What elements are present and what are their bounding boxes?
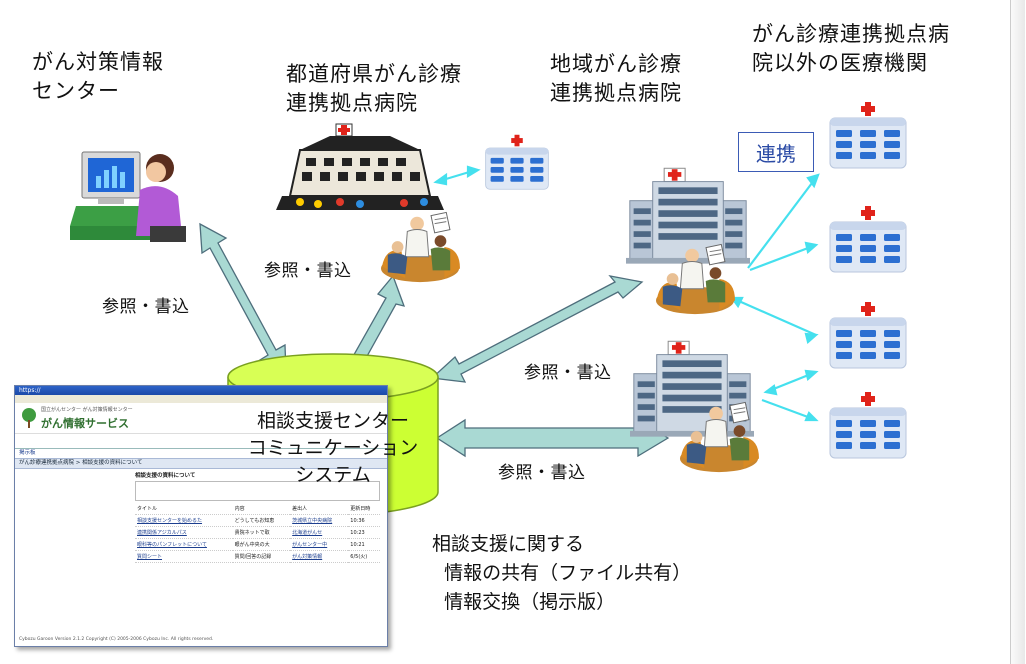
pref-hospital-building xyxy=(276,123,444,210)
tree-logo-icon xyxy=(22,408,36,428)
ref-write-label-center: 参照・書込 xyxy=(102,297,190,317)
hospital-icon-2 xyxy=(829,205,907,273)
meeting-icon xyxy=(380,211,461,283)
regional-hospital-building-1 xyxy=(626,167,750,265)
message-table: タイトル 内容 差出人 更新日時 相談支援センターを始めるた どうしてもお知恵 … xyxy=(135,503,380,563)
hospital-icon-3 xyxy=(829,301,907,369)
breadcrumb: がん診療連携拠点病院 > 相談支援の資料について xyxy=(15,458,387,469)
table-row[interactable]: 連携関係アジカルパス 貴院ネットで取 北海道がんセ 10:23 xyxy=(135,526,380,539)
label-other-hospital: がん診療連携拠点病 院以外の医療機関 xyxy=(752,22,950,75)
row-content: 眼がん中央の大 xyxy=(232,538,291,551)
app-iconbar xyxy=(15,434,387,449)
row-sender[interactable]: がんセンター中 xyxy=(290,538,349,551)
note-line: 情報交換（掲示版） xyxy=(432,591,616,613)
table-row[interactable]: 眼科等のパンフレットについて 眼がん中央の大 がんセンター中 10:21 xyxy=(135,538,380,551)
table-row[interactable]: 質問シート 質問/回答の記録 がん対策情報 6/5(火) xyxy=(135,550,380,563)
note-line: 情報の共有（ファイル共有） xyxy=(432,562,692,584)
label-gan-center: がん対策情報 センター xyxy=(32,50,164,103)
col-updated: 更新日時 xyxy=(348,503,380,515)
row-updated: 6/5(火) xyxy=(348,550,380,563)
hospital-icon-1 xyxy=(829,101,907,169)
col-title: タイトル xyxy=(135,503,233,515)
ref-write-label-area-2: 参照・書込 xyxy=(498,463,586,483)
row-updated: 10:21 xyxy=(348,538,380,551)
row-title[interactable]: 相談支援センターを始めるた xyxy=(135,514,233,527)
board-label: 掲示板 xyxy=(19,450,36,456)
note-line: 相談支援に関する xyxy=(432,533,585,555)
window-menubar xyxy=(15,395,387,403)
memo-box xyxy=(135,481,380,501)
person-computer-icon xyxy=(70,151,186,242)
row-title[interactable]: 質問シート xyxy=(135,550,233,563)
ref-write-label-area-1: 参照・書込 xyxy=(524,363,612,383)
table-row[interactable]: 相談支援センターを始めるた どうしてもお知恵 茨城県立中央病院 10:36 xyxy=(135,514,380,527)
groupware-screenshot: https:// 国立がんセンター がん対策情報センター がん情報サービス 掲示… xyxy=(14,385,388,647)
row-content: 質問/回答の記録 xyxy=(232,550,291,563)
col-sender: 差出人 xyxy=(290,503,349,515)
message-pane: 相談支援の資料について タイトル 内容 差出人 更新日時 相談支援センターを始め… xyxy=(135,471,380,563)
label-pref-hospital: 都道府県がん診療 連携拠点病院 xyxy=(286,62,462,115)
row-content: 貴院ネットで取 xyxy=(232,526,291,539)
notes: 相談支援に関する 情報の共有（ファイル共有） 情報交換（掲示版） xyxy=(432,530,691,617)
row-sender[interactable]: 茨城県立中央病院 xyxy=(290,514,349,527)
row-sender[interactable]: 北海道がんセ xyxy=(290,526,349,539)
label-area-hospital: 地域がん診療 連携拠点病院 xyxy=(550,52,682,105)
row-title[interactable]: 眼科等のパンフレットについて xyxy=(135,538,233,551)
system-label: 相談支援センター コミュニケーション システム xyxy=(247,410,419,486)
hospital-icon-4 xyxy=(829,391,907,459)
site-banner: 国立がんセンター がん対策情報センター がん情報サービス xyxy=(15,403,387,434)
board-columns: 相談支援の資料について タイトル 内容 差出人 更新日時 相談支援センターを始め… xyxy=(15,469,387,589)
screenshot-footer: Cybozu Garoon Version 2.1.2 Copyright (C… xyxy=(19,637,214,642)
window-titlebar: https:// xyxy=(15,386,387,395)
renkei-label: 連携 xyxy=(738,132,814,172)
ref-write-label-pref: 参照・書込 xyxy=(264,261,352,281)
row-updated: 10:23 xyxy=(348,526,380,539)
page-edge xyxy=(1010,0,1025,664)
section-title: 相談支援の資料について xyxy=(135,473,196,479)
row-title[interactable]: 連携関係アジカルパス xyxy=(135,526,233,539)
row-content: どうしてもお知恵 xyxy=(232,514,291,527)
col-content: 内容 xyxy=(232,503,291,515)
brand-subtitle: 国立がんセンター がん対策情報センター xyxy=(41,407,133,413)
row-updated: 10:36 xyxy=(348,514,380,527)
brand-name: がん情報サービス xyxy=(41,417,129,430)
hospital-icon-pref-link xyxy=(485,134,549,190)
table-header: タイトル 内容 差出人 更新日時 xyxy=(135,503,380,515)
row-sender[interactable]: がん対策情報 xyxy=(290,550,349,563)
ref-write-arrows xyxy=(199,222,670,458)
